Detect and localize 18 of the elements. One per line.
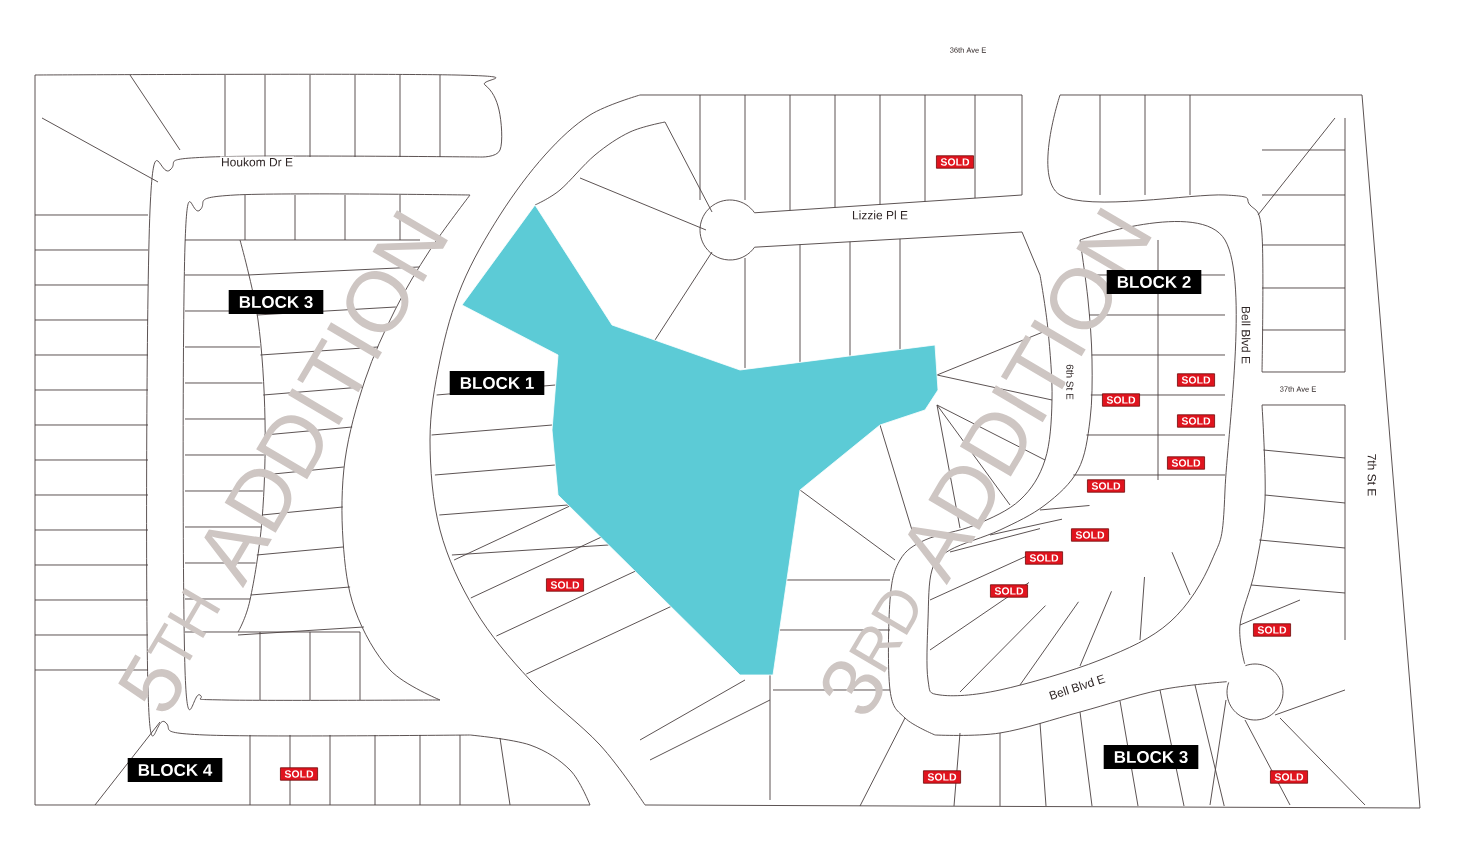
street-name: Bell Blvd E [1240, 305, 1252, 365]
sold-badge: SOLD [1253, 623, 1291, 637]
street-name: Houkom Dr E [220, 156, 294, 168]
sold-badge: SOLD [936, 155, 974, 169]
sold-badge: SOLD [546, 578, 584, 592]
street-name: 7th St E [1366, 452, 1378, 498]
sold-badge: SOLD [1177, 373, 1215, 387]
block-label: BLOCK 3 [1103, 744, 1199, 769]
sold-badge: SOLD [1167, 456, 1205, 470]
street-name: Bell Blvd E [1046, 672, 1108, 702]
sold-badge: SOLD [990, 584, 1028, 598]
street-name: Lizzie Pl E [851, 209, 909, 221]
block-label: BLOCK 4 [127, 758, 223, 782]
sold-badge: SOLD [1270, 770, 1308, 784]
block-label: BLOCK 1 [449, 371, 545, 395]
sold-badge: SOLD [923, 770, 961, 784]
sold-badge: SOLD [1177, 414, 1215, 428]
sold-badge: SOLD [280, 767, 318, 781]
